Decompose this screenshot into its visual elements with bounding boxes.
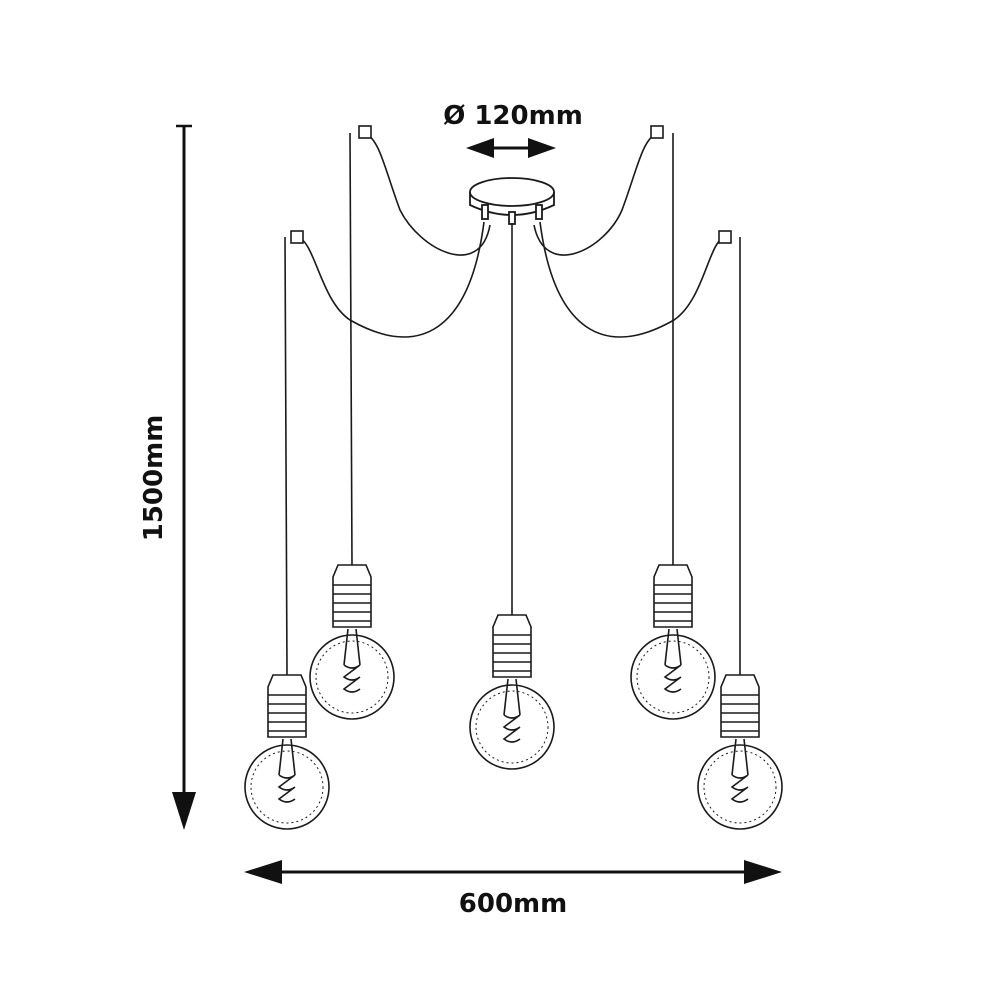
ceiling-hooks: [290, 125, 732, 244]
canopy-dimension: Ø 120mm: [443, 101, 583, 158]
bulb: [244, 744, 330, 830]
pendant-bulb: [469, 614, 555, 770]
hook: [650, 125, 664, 139]
filament: [730, 738, 749, 803]
height-label: 1500mm: [139, 415, 169, 542]
cable-loop-right-inner: [533, 132, 658, 256]
socket: [267, 674, 307, 738]
cable-loop-right-outer: [539, 221, 726, 338]
cable-loop-left-inner: [364, 132, 491, 256]
filament: [663, 628, 682, 693]
arrow-left-icon: [244, 860, 282, 884]
socket: [492, 614, 532, 678]
hook: [290, 230, 304, 244]
hook: [358, 125, 372, 139]
socket: [653, 564, 693, 628]
filament: [277, 738, 296, 803]
pendant-bulb: [697, 674, 783, 830]
bulb: [309, 634, 395, 720]
canopy-diameter-label: Ø 120mm: [443, 101, 583, 131]
bulb: [630, 634, 716, 720]
pendant-bulb: [309, 564, 395, 720]
filament: [342, 628, 361, 693]
canopy: [469, 177, 555, 225]
width-dimension: 600mm: [244, 860, 782, 919]
width-label: 600mm: [459, 889, 567, 919]
arrow-down-icon: [172, 792, 196, 830]
arrow-right-icon: [744, 860, 782, 884]
bulb: [469, 684, 555, 770]
hook: [718, 230, 732, 244]
pendant-bulb: [244, 674, 330, 830]
arrow-left-icon: [466, 138, 494, 158]
cables: [284, 132, 741, 676]
socket: [720, 674, 760, 738]
height-dimension: 1500mm: [139, 124, 196, 830]
cable-loop-left-outer: [296, 221, 485, 338]
socket: [332, 564, 372, 628]
filament: [502, 678, 521, 743]
arrow-right-icon: [528, 138, 556, 158]
bulb: [697, 744, 783, 830]
pendant-bulb: [630, 564, 716, 720]
